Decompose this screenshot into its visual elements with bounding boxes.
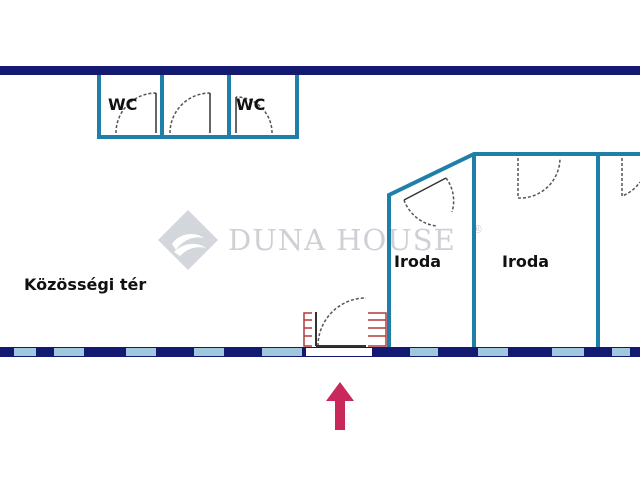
window [194,348,224,356]
window-row [14,348,630,356]
outer-wall-top [0,66,640,75]
office-walls [387,152,640,347]
window [552,348,584,356]
duna-house-watermark: DUNA HOUSE ® [158,210,484,270]
window [126,348,156,356]
window [306,348,372,356]
watermark-reg-mark: ® [472,223,484,236]
entrance-arrow-icon [326,382,354,430]
window [410,348,438,356]
room-label-office-2: Iroda [502,252,549,271]
window [478,348,508,356]
room-label-wc-1: WC [108,95,137,114]
window [54,348,84,356]
entrance-door [312,297,368,347]
wc-block [97,75,299,139]
room-label-office-1: Iroda [394,252,441,271]
office-door-swings [403,157,640,227]
wc-door-swings [115,92,273,134]
room-label-wc-2: WC [236,95,265,114]
window [262,348,302,356]
watermark-brand-text: DUNA HOUSE [228,223,456,257]
window [612,348,630,356]
duna-house-logo-icon [158,210,218,270]
room-label-community: Közösségi tér [24,275,146,294]
window [14,348,36,356]
